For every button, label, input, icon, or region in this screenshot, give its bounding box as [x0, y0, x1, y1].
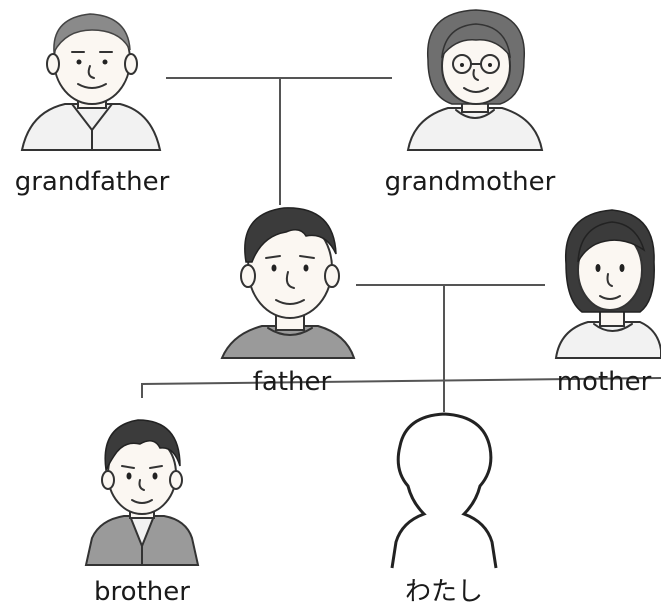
me-silhouette	[390, 412, 498, 569]
father-label: father	[253, 367, 332, 397]
labels: grandfather grandmother father mother br…	[15, 167, 652, 607]
grandmother-figure	[406, 9, 544, 151]
brother-figure	[84, 419, 200, 566]
grandfather-label: grandfather	[15, 167, 170, 197]
siblings-line	[141, 377, 661, 398]
connector-lines	[141, 77, 661, 412]
me-label: わたし	[405, 577, 483, 607]
grandfather-figure	[20, 13, 162, 151]
mother-figure	[554, 209, 661, 359]
father-figure	[220, 207, 356, 359]
brother-label: brother	[94, 577, 190, 607]
grandmother-label: grandmother	[385, 167, 556, 197]
mother-label: mother	[557, 367, 652, 397]
